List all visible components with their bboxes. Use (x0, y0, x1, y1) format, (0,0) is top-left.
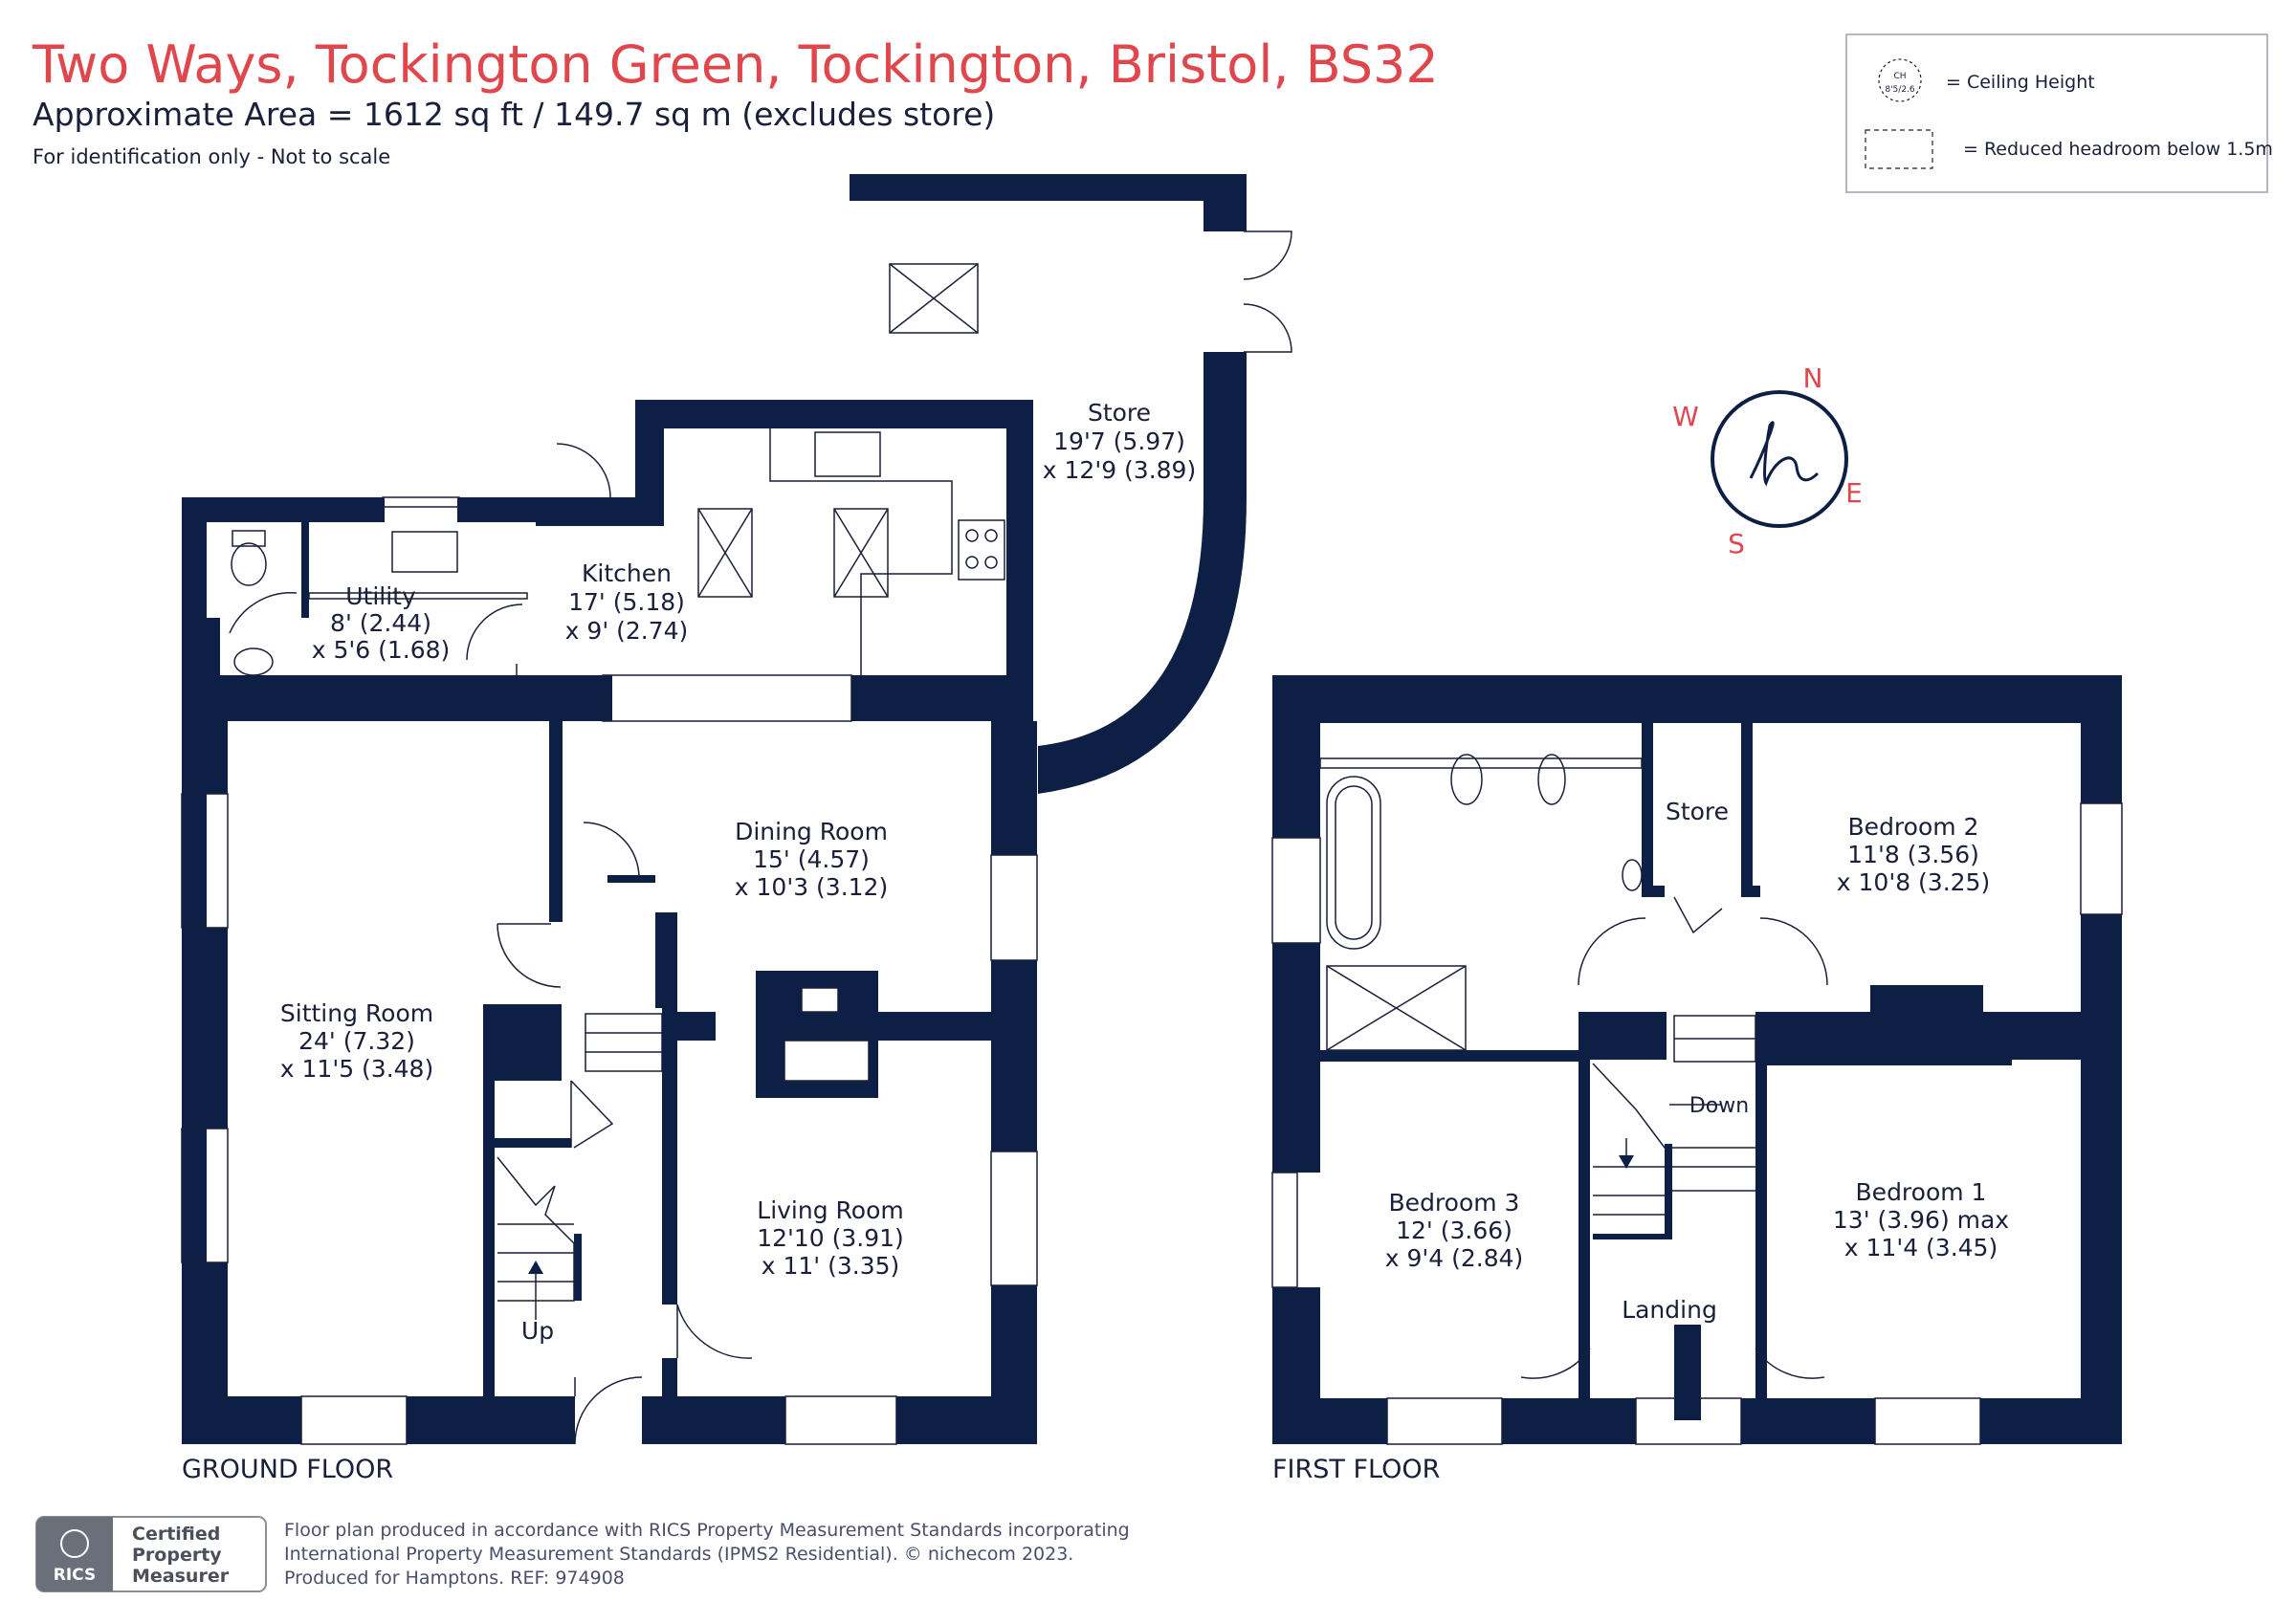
stairs-down-label: Down (1689, 1094, 1749, 1118)
first-floor-plan (1271, 675, 2123, 1445)
svg-text:x 12'9 (3.89): x 12'9 (3.89) (1043, 456, 1196, 484)
ceiling-height-icon (1878, 58, 1922, 102)
room-label-sitting: Sitting Room 24' (7.32) x 11'5 (3.48) (280, 999, 433, 1083)
svg-text:8' (2.44): 8' (2.44) (330, 609, 431, 637)
svg-text:13' (3.96) max: 13' (3.96) max (1833, 1206, 2009, 1234)
svg-text:Utility: Utility (345, 582, 416, 610)
stairs-up-label: Up (521, 1317, 554, 1345)
ground-stairs (497, 1013, 663, 1320)
rics-lion-icon (60, 1529, 89, 1558)
room-label-store-out: Store 19'7 (5.97) x 12'9 (3.89) (1043, 399, 1196, 484)
svg-text:x 11'4 (3.45): x 11'4 (3.45) (1844, 1234, 1998, 1261)
compass: N E S W (1672, 362, 1863, 559)
legend-reduced-text: = Reduced headroom below 1.5m (1963, 139, 2273, 160)
identification-note: For identification only - Not to scale (33, 145, 390, 168)
svg-text:Dining Room: Dining Room (735, 818, 888, 845)
svg-text:x 10'3 (3.12): x 10'3 (3.12) (735, 873, 888, 901)
legend-box: CH 8'5/2.6 = Ceiling Height = Reduced he… (1845, 33, 2273, 193)
svg-text:Living Room: Living Room (757, 1196, 903, 1224)
svg-text:Store: Store (1088, 399, 1151, 427)
compass-w: W (1672, 401, 1699, 432)
badge-line-3: Measurer (132, 1566, 230, 1587)
legend-ceiling-text: = Ceiling Height (1946, 72, 2095, 93)
svg-text:Bedroom 1: Bedroom 1 (1856, 1178, 1987, 1206)
room-label-bedroom-1: Bedroom 1 13' (3.96) max x 11'4 (3.45) (1833, 1178, 2009, 1261)
svg-text:19'7 (5.97): 19'7 (5.97) (1053, 428, 1185, 455)
svg-text:15' (4.57): 15' (4.57) (753, 845, 870, 873)
room-label-kitchen: Kitchen 17' (5.18) x 9' (2.74) (565, 559, 689, 645)
ground-floor-plan (181, 174, 1292, 1445)
svg-text:x 10'8 (3.25): x 10'8 (3.25) (1837, 868, 1990, 896)
svg-text:Bedroom 2: Bedroom 2 (1848, 813, 1979, 841)
footer-line-3: Produced for Hamptons. REF: 974908 (284, 1568, 625, 1589)
property-title: Two Ways, Tockington Green, Tockington, … (32, 34, 1439, 95)
compass-n: N (1803, 362, 1823, 394)
compass-s: S (1728, 528, 1745, 559)
room-label-store-in: Store (1666, 798, 1729, 825)
room-label-dining: Dining Room 15' (4.57) x 10'3 (3.12) (735, 818, 888, 901)
reduced-headroom-icon (1865, 129, 1933, 169)
up-arrow-icon (528, 1261, 543, 1274)
svg-text:x 11' (3.35): x 11' (3.35) (762, 1252, 900, 1280)
svg-text:x 9' (2.74): x 9' (2.74) (565, 617, 689, 645)
badge-line-2: Property (132, 1545, 222, 1566)
ceiling-icon-top: CH (1893, 72, 1906, 81)
rics-badge: RICS Certified Property Measurer (35, 1516, 267, 1592)
svg-text:Bedroom 3: Bedroom 3 (1389, 1189, 1520, 1217)
svg-text:Kitchen: Kitchen (582, 559, 672, 587)
down-arrow-icon (1619, 1155, 1634, 1169)
svg-text:17' (5.18): 17' (5.18) (568, 588, 685, 616)
svg-text:x 11'5 (3.48): x 11'5 (3.48) (280, 1055, 433, 1083)
room-label-bedroom-3: Bedroom 3 12' (3.66) x 9'4 (2.84) (1385, 1189, 1524, 1272)
ceiling-icon-bottom: 8'5/2.6 (1885, 85, 1915, 95)
rics-brand: RICS (54, 1566, 96, 1585)
svg-text:Sitting Room: Sitting Room (280, 999, 433, 1027)
approximate-area: Approximate Area = 1612 sq ft / 149.7 sq… (33, 96, 995, 133)
first-floor-label: FIRST FLOOR (1272, 1455, 1440, 1484)
svg-text:12' (3.66): 12' (3.66) (1396, 1217, 1512, 1244)
room-label-landing: Landing (1622, 1296, 1717, 1324)
first-stairs (1592, 1015, 1756, 1239)
footer-line-1: Floor plan produced in accordance with R… (284, 1520, 1130, 1541)
svg-text:x 5'6 (1.68): x 5'6 (1.68) (312, 636, 451, 664)
badge-line-1: Certified (132, 1524, 220, 1545)
svg-text:24' (7.32): 24' (7.32) (298, 1027, 415, 1055)
svg-text:11'8 (3.56): 11'8 (3.56) (1847, 841, 1979, 868)
footer-line-2: International Property Measurement Stand… (284, 1544, 1073, 1565)
compass-e: E (1845, 477, 1863, 509)
room-label-utility: Utility 8' (2.44) x 5'6 (1.68) (312, 582, 451, 664)
ground-floor-label: GROUND FLOOR (182, 1455, 393, 1484)
room-label-bedroom-2: Bedroom 2 11'8 (3.56) x 10'8 (3.25) (1837, 813, 1990, 896)
svg-text:x 9'4 (2.84): x 9'4 (2.84) (1385, 1244, 1524, 1272)
room-label-living: Living Room 12'10 (3.91) x 11' (3.35) (757, 1196, 904, 1280)
svg-text:12'10 (3.91): 12'10 (3.91) (757, 1224, 904, 1252)
